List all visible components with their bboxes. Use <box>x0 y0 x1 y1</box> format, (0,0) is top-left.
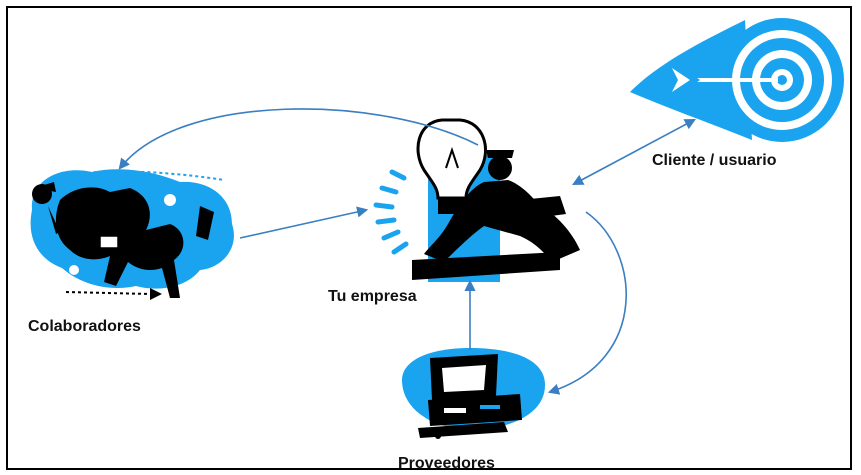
proveedores-label: Proveedores <box>398 455 495 472</box>
cliente-label: Cliente / usuario <box>652 152 777 169</box>
target-arrow-icon <box>630 18 844 142</box>
arrow-empresa-cliente <box>572 118 696 186</box>
colaboradores-label: Colaboradores <box>28 318 141 335</box>
arrow-empresa-to-proveedores <box>547 211 627 395</box>
empresa-label: Tu empresa <box>328 288 417 305</box>
relationship-arrows <box>118 108 696 395</box>
computer-icon <box>402 348 545 439</box>
businessman-lightbulb-icon <box>373 118 580 282</box>
arrow-empresa-to-colaboradores <box>118 108 479 170</box>
arrow-colaboradores-to-empresa <box>239 206 369 239</box>
collaborators-icon <box>30 169 234 300</box>
